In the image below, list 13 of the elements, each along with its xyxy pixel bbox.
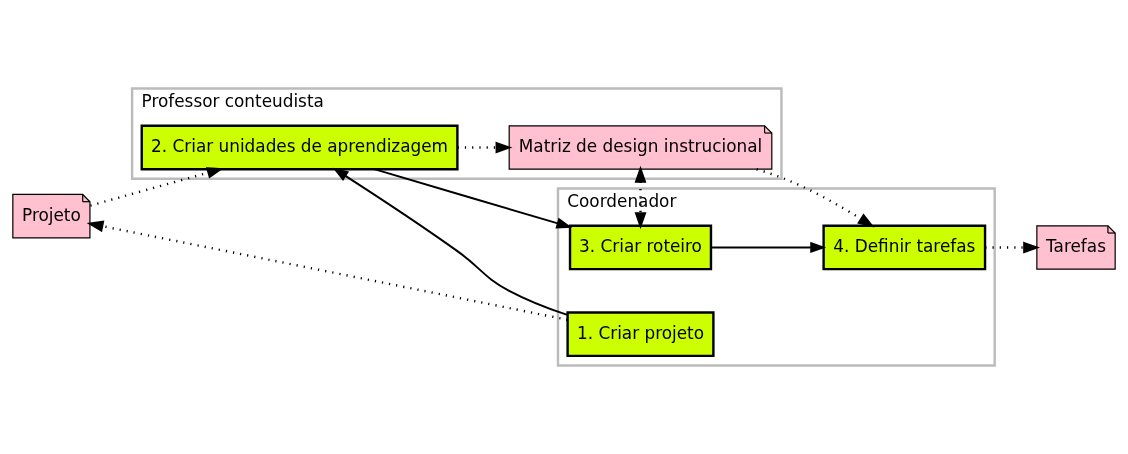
arrow: [457, 141, 513, 154]
arrow: [373, 168, 573, 229]
arrow: [985, 241, 1041, 254]
node-box: 2. Criar unidades de aprendizagem: [140, 124, 459, 171]
arrow: [90, 167, 224, 207]
node-box: 1. Criar projeto: [566, 311, 715, 358]
arrow: [86, 220, 568, 321]
arrow: [710, 241, 827, 254]
arrow: [332, 167, 569, 316]
arrow: [756, 168, 875, 228]
node-box: 4. Definir tarefas: [822, 224, 987, 271]
arrow: [634, 165, 647, 230]
node-box: 3. Criar roteiro: [568, 224, 713, 271]
